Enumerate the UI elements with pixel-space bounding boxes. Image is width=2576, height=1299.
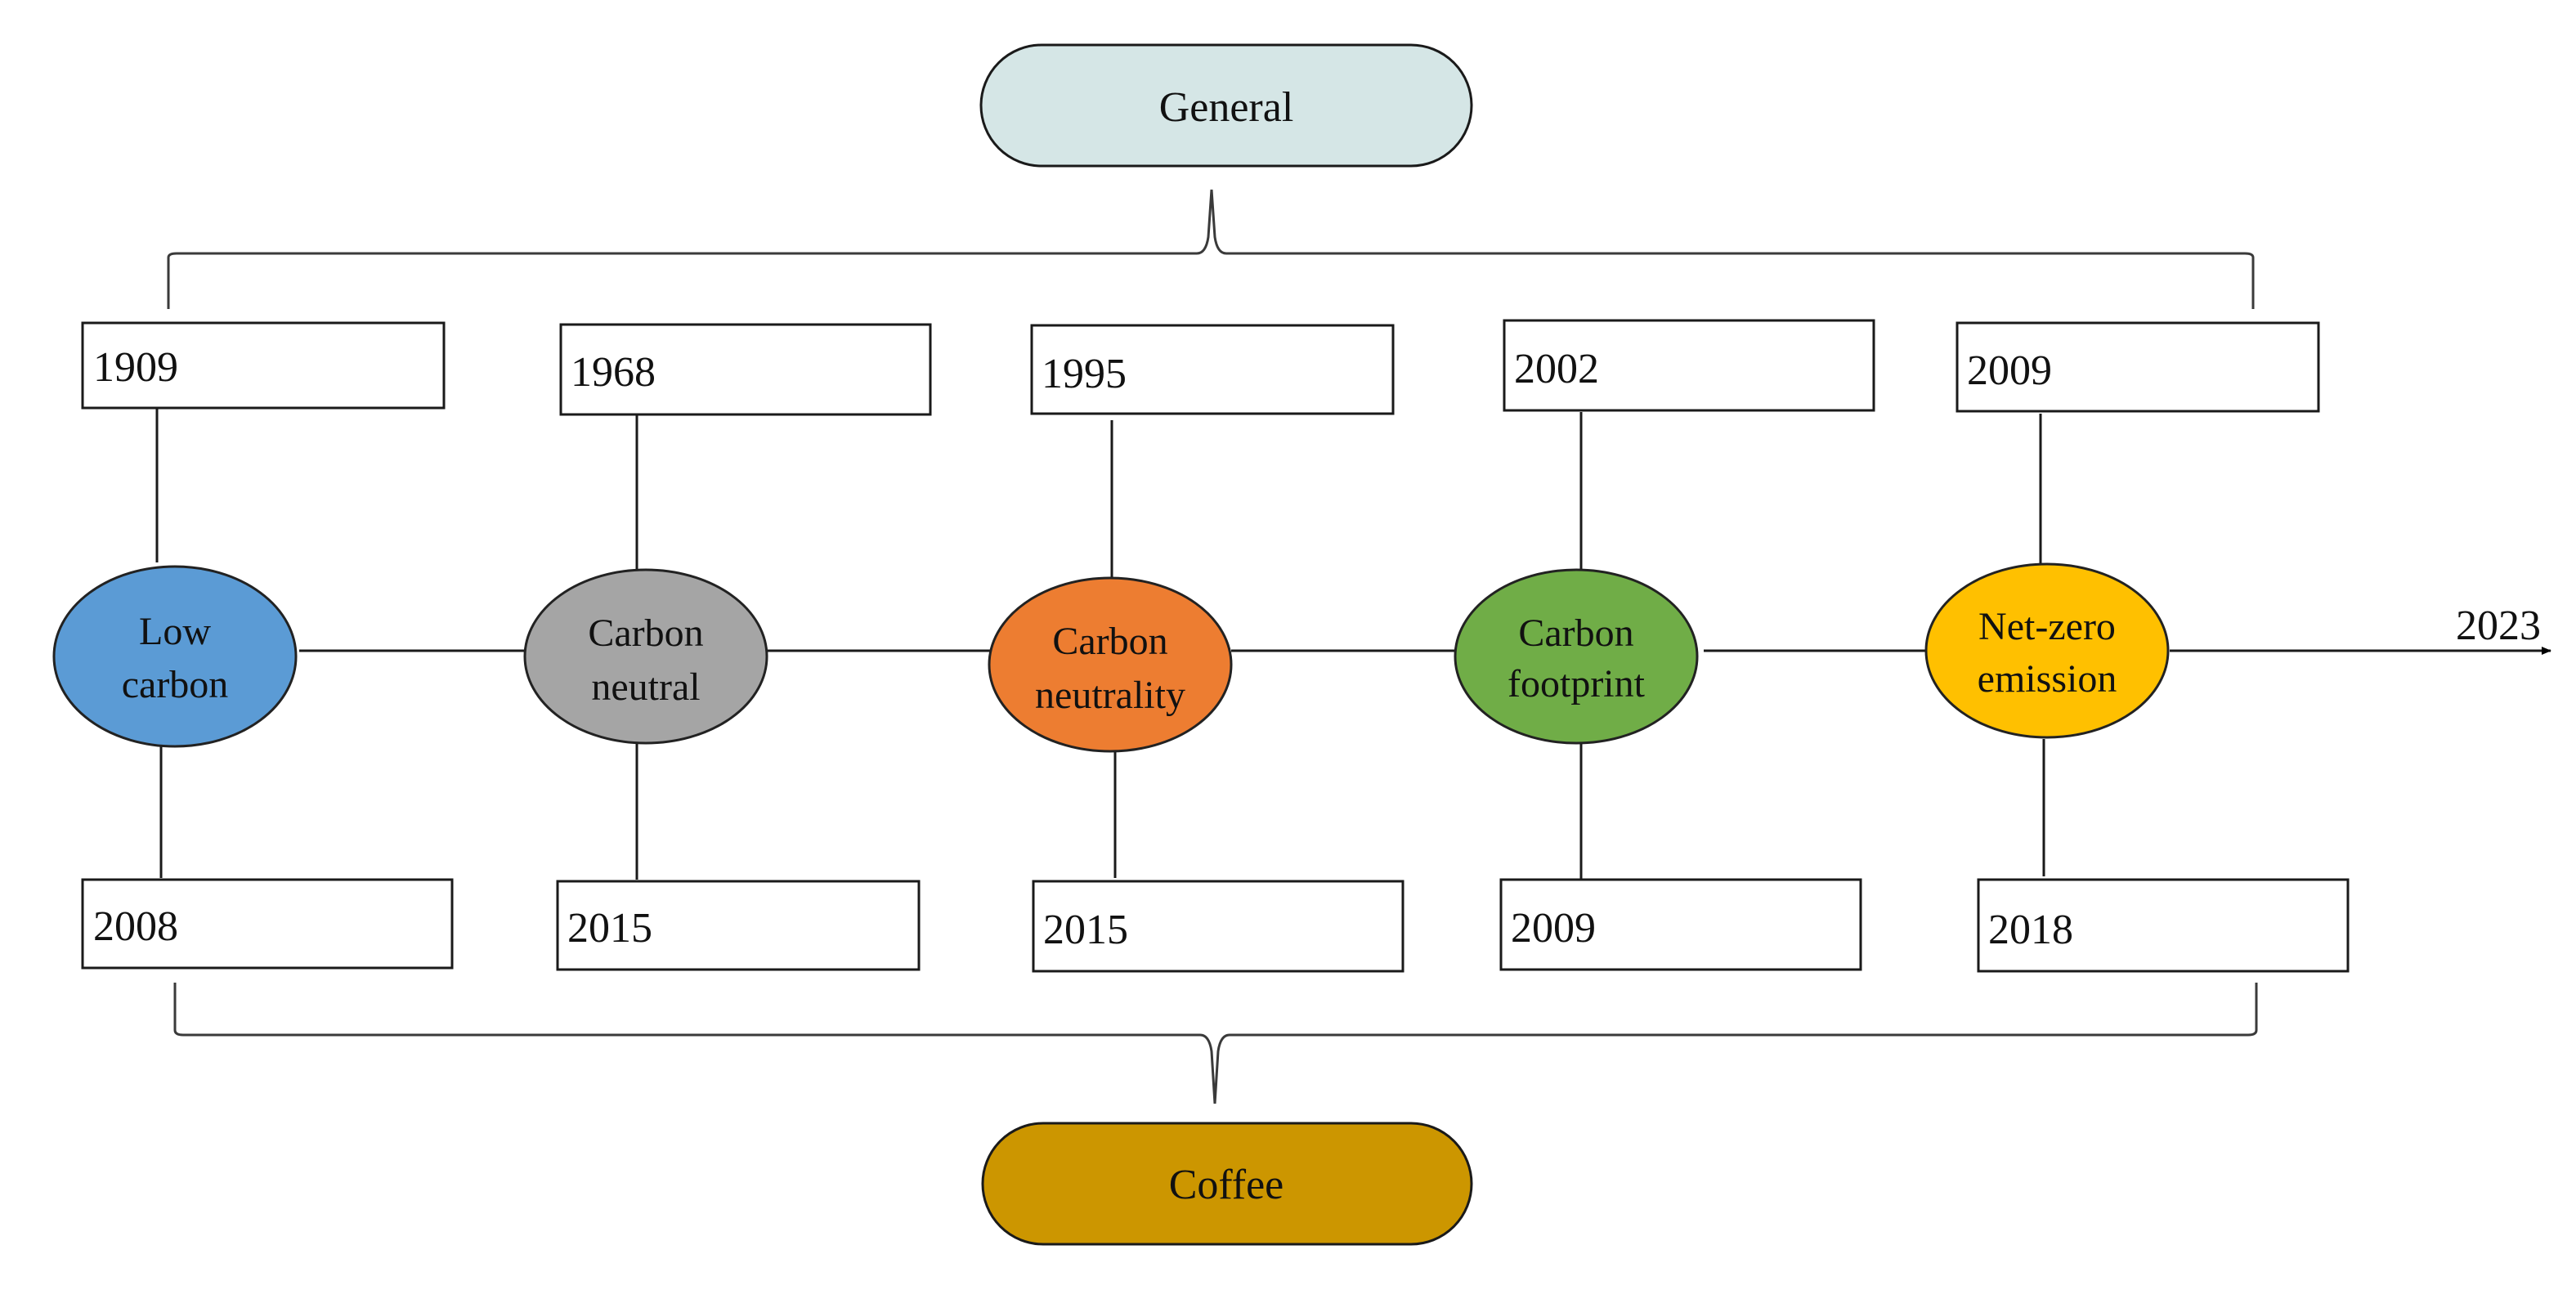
general-pill-label: General [1159, 84, 1294, 131]
node-ellipse [52, 565, 298, 748]
coffee-pill-shape [981, 1122, 1473, 1246]
coffee-pill: Coffee [981, 1122, 1473, 1246]
bottom-year-box [1977, 878, 2350, 973]
end-year-label: 2023 [2456, 602, 2541, 649]
node-ellipse [1454, 568, 1699, 745]
node-ellipse [523, 568, 768, 745]
node-carbon-neutrality: 1995 2015 Carbon neutrality [988, 324, 1404, 973]
node-label-line-1: Low [139, 610, 211, 653]
top-year-box [1503, 319, 1875, 412]
node-label-line-2: carbon [122, 663, 229, 706]
node-label-line-2: emission [1978, 657, 2117, 701]
top-year-box [1030, 324, 1395, 415]
top-year-label: 1968 [571, 349, 656, 396]
top-year-label: 2009 [1967, 347, 2052, 394]
top-year-label: 2002 [1514, 346, 1599, 392]
bottom-year-label: 2009 [1511, 905, 1596, 952]
node-net-zero-emission: 2009 2018 Net-zero emission [1924, 321, 2350, 973]
bottom-year-box [1499, 878, 1862, 971]
top-year-box [81, 321, 446, 410]
node-label-line-2: neutrality [1035, 674, 1185, 717]
node-ellipse [988, 576, 1233, 753]
bottom-year-label: 2015 [1043, 907, 1128, 953]
node-label-line-2: neutral [591, 665, 700, 709]
top-year-box [1956, 321, 2320, 413]
general-pill-shape [979, 43, 1473, 168]
bottom-year-box [1032, 880, 1404, 973]
node-carbon-footprint: 2002 2009 Carbon footprint [1454, 319, 1875, 971]
bottom-year-box [81, 878, 454, 970]
top-year-label: 1909 [93, 344, 178, 391]
bottom-year-label: 2008 [93, 903, 178, 950]
top-year-box [559, 323, 932, 416]
node-low-carbon: 1909 2008 Low carbon [52, 321, 454, 970]
bottom-year-label: 2018 [1988, 907, 2073, 953]
node-label-line-1: Carbon [1052, 620, 1167, 663]
node-label-line-1: Carbon [1518, 611, 1633, 655]
node-label-line-2: footprint [1508, 662, 1646, 705]
node-ellipse [1924, 562, 2170, 739]
bottom-year-label: 2015 [567, 905, 652, 952]
node-carbon-neutral: 1968 2015 Carbon neutral [523, 323, 932, 971]
top-year-label: 1995 [1042, 351, 1127, 397]
bottom-year-box [556, 880, 921, 971]
bottom-brace [173, 983, 2258, 1104]
top-brace [167, 189, 2255, 309]
node-label-line-1: Carbon [588, 611, 703, 655]
coffee-pill-label: Coffee [1169, 1162, 1284, 1208]
timeline-axis: 2023 [299, 602, 2551, 655]
node-label-line-1: Net-zero [1978, 605, 2116, 648]
general-pill: General [979, 43, 1473, 168]
